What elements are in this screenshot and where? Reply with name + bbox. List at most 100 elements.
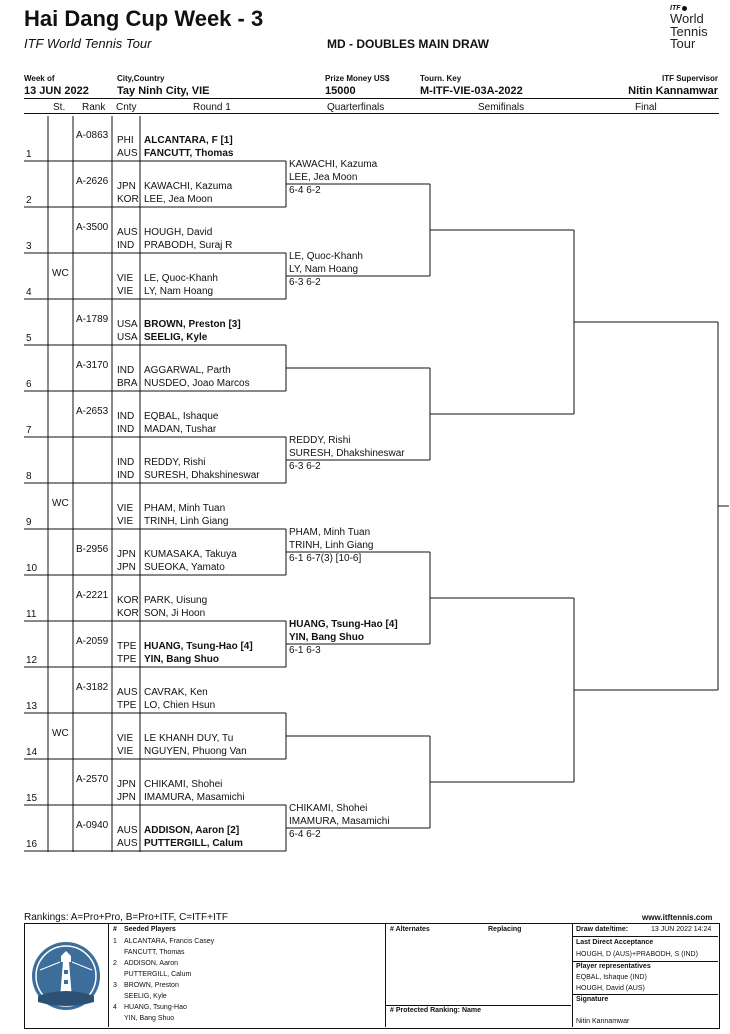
footer-divider-3 [572,994,718,995]
col-cnty: Cnty [116,102,137,113]
r1-score: 6-3 6-2 [289,277,321,288]
city-label: City,Country [117,74,165,83]
qf-player2: LEE, Jea Moon [289,172,358,183]
player2-name: SURESH, Dhakshineswar [144,470,260,481]
qf-player1: CHIKAMI, Shohei [289,803,368,814]
draw-position: 13 [26,701,38,712]
week-label: Week of [24,74,55,83]
draw-position: 2 [26,195,32,206]
col-st: St. [53,102,66,113]
player2-name: SEELIG, Kyle [144,332,208,343]
qf-player1: PHAM, Minh Tuan [289,527,371,538]
lda-label: Last Direct Acceptance [576,939,654,946]
supervisor-label: ITF Supervisor [661,74,718,83]
footer-panel [24,923,720,1029]
protected-ranking-header: # Protected Ranking: Name [390,1007,482,1014]
player1-name: LE, Quoc-Khanh [144,273,218,284]
draw-position: 9 [26,517,32,528]
draw-position: 7 [26,425,32,436]
signature-label: Signature [576,996,609,1003]
seed-player2: SEELIG, Kyle [124,993,167,1000]
player1-country: VIE [117,733,134,744]
draw-position: 10 [26,563,38,574]
draw-position: 16 [26,839,38,850]
player1-name: HUANG, Tsung-Hao [4] [144,641,253,652]
col-quarterfinals: Quarterfinals [327,102,385,113]
col-rank: Rank [82,102,106,113]
col-round1: Round 1 [193,102,231,113]
draw-position: 4 [26,287,32,298]
player2-country: BRA [117,378,138,389]
draw-position: 8 [26,471,32,482]
player1-name: BROWN, Preston [3] [144,319,241,330]
seed-number: 2 [113,960,117,967]
seed-player1: ADDISON, Aaron [124,960,179,967]
draw-position: 3 [26,241,32,252]
seed-player1: ALCANTARA, Francis Casey [124,938,215,945]
footer-logo-cell [24,923,109,1027]
seed-player1: BROWN, Preston [124,982,179,989]
entry-rank: B-2956 [76,544,109,555]
player2-name: SON, Ji Hoon [144,608,206,619]
qf-player2: YIN, Bang Shuo [289,632,364,643]
logo-line3: Tour [670,36,696,51]
logo-dot-icon [682,6,687,11]
qf-player1: LE, Quoc-Khanh [289,251,363,262]
player2-name: FANCUTT, Thomas [144,148,234,159]
player2-name: TRINH, Linh Giang [144,516,229,527]
player1-country: IND [117,457,135,468]
alternates-header: # Alternates [390,926,430,933]
seed-number: 3 [113,982,117,989]
player2-name: LY, Nam Hoang [144,286,214,297]
entry-rank: A-2221 [76,590,109,601]
entry-rank: A-2059 [76,636,109,647]
player2-country: USA [117,332,138,343]
player-reps-label: Player representatives [576,963,651,970]
lighthouse-logo-icon [32,942,100,1010]
player2-country: IND [117,424,135,435]
entry-status: WC [52,268,69,279]
player1-country: AUS [117,227,138,238]
player1-country: JPN [117,779,136,790]
logo-wordmark: World Tennis Tour [670,12,708,51]
player1-name: PARK, Uisung [144,595,208,606]
draw-type-label: MD - DOUBLES MAIN DRAW [327,37,489,51]
entry-rank: A-3182 [76,682,109,693]
itf-url-link[interactable]: www.itftennis.com [642,913,713,922]
player2-country: AUS [117,148,138,159]
player1-country: TPE [117,641,137,652]
player1-name: LE KHANH DUY, Tu [144,733,234,744]
signature-value: Nitin Kannamwar [576,1018,630,1025]
draw-date-value: 13 JUN 2022 14:24 [651,926,712,933]
tourn-key-label: Tourn. Key [420,74,462,83]
player2-name: YIN, Bang Shuo [144,654,219,665]
player1-name: PHAM, Minh Tuan [144,503,226,514]
qf-player1: HUANG, Tsung-Hao [4] [289,619,398,630]
player2-name: IMAMURA, Masamichi [144,792,245,803]
rankings-note: Rankings: A=Pro+Pro, B=Pro+ITF, C=ITF+IT… [24,912,228,923]
itf-logo: ITF World Tennis Tour [668,5,728,55]
player2-name: PUTTERGILL, Calum [144,838,243,849]
col-final: Final [635,102,657,113]
player2-name: NGUYEN, Phuong Van [144,746,247,757]
footer-divider-1 [572,936,718,937]
player2-name: SUEOKA, Yamato [144,562,225,573]
r1-score: 6-4 6-2 [289,829,321,840]
r1-score: 6-3 6-2 [289,461,321,472]
qf-player1: REDDY, Rishi [289,435,351,446]
player1-country: JPN [117,181,136,192]
player2-name: NUSDEO, Joao Marcos [144,378,250,389]
r1-score: 6-1 6-7(3) [10-6] [289,553,362,564]
draw-position: 15 [26,793,38,804]
seeded-players-header: Seeded Players [124,926,176,933]
draw-position: 11 [26,609,37,620]
player1-country: VIE [117,503,134,514]
player1-name: CAVRAK, Ken [144,687,208,698]
r1-score: 6-1 6-3 [289,645,321,656]
player1-country: PHI [117,135,134,146]
seed-player1: HUANG, Tsung-Hao [124,1004,187,1011]
player1-name: EQBAL, Ishaque [144,411,219,422]
lda-value: HOUGH, D (AUS)+PRABODH, S (IND) [576,951,698,958]
player2-name: LEE, Jea Moon [144,194,213,205]
player2-country: VIE [117,286,134,297]
